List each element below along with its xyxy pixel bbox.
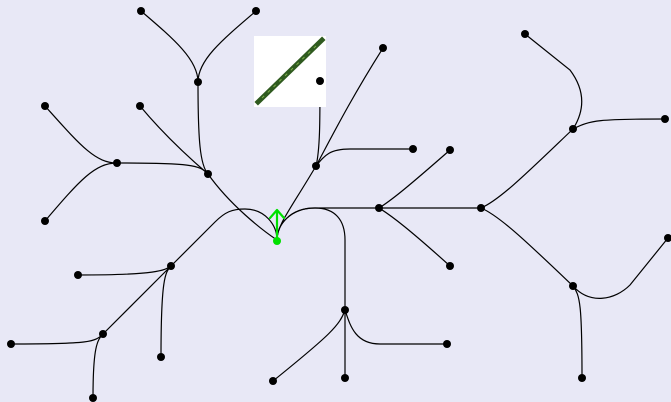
tree-node[interactable] <box>252 7 260 15</box>
edge <box>525 34 582 129</box>
edge <box>379 150 450 208</box>
edges <box>11 11 668 398</box>
edge <box>277 208 345 310</box>
edge <box>11 334 103 344</box>
tree-node[interactable] <box>74 271 82 279</box>
edge <box>379 208 450 266</box>
edge <box>198 82 208 174</box>
tree-node[interactable] <box>99 330 107 338</box>
edge <box>93 334 103 398</box>
edge <box>277 166 316 240</box>
edge <box>161 266 171 357</box>
edge <box>171 209 277 266</box>
tree-node[interactable] <box>7 340 15 348</box>
tree-node[interactable] <box>661 115 669 123</box>
edge <box>117 163 208 174</box>
edge <box>573 286 582 378</box>
tree-node[interactable] <box>569 125 577 133</box>
tree-node[interactable] <box>578 374 586 382</box>
edge <box>316 149 413 166</box>
tree-node[interactable] <box>167 262 175 270</box>
root-node[interactable] <box>273 237 281 245</box>
tree-node[interactable] <box>379 44 387 52</box>
memory-stick-thumbnail[interactable] <box>254 36 326 107</box>
tree-node[interactable] <box>137 7 145 15</box>
tree-node[interactable] <box>569 282 577 290</box>
edge <box>45 163 117 221</box>
edge <box>277 208 379 240</box>
edge <box>198 11 256 82</box>
edge <box>481 129 573 208</box>
edge <box>345 310 447 344</box>
tree-node[interactable] <box>194 78 202 86</box>
edge <box>273 310 345 381</box>
edge <box>316 48 383 166</box>
tree-node[interactable] <box>443 340 451 348</box>
tree-node[interactable] <box>521 30 529 38</box>
edge <box>481 208 573 286</box>
tree-node[interactable] <box>341 306 349 314</box>
edge <box>78 266 171 275</box>
tree-node[interactable] <box>269 377 277 385</box>
tree-node[interactable] <box>341 374 349 382</box>
tree-node[interactable] <box>409 145 417 153</box>
tree-node[interactable] <box>446 262 454 270</box>
nodes <box>7 7 671 402</box>
edge <box>141 11 198 82</box>
tree-node[interactable] <box>89 394 97 402</box>
tree-node[interactable] <box>316 77 324 85</box>
tree-node[interactable] <box>312 162 320 170</box>
edge <box>45 106 117 163</box>
tree-node[interactable] <box>204 170 212 178</box>
tree-node[interactable] <box>157 353 165 361</box>
tree-node[interactable] <box>477 204 485 212</box>
tree-node[interactable] <box>136 102 144 110</box>
edge <box>208 174 277 240</box>
tree-node[interactable] <box>446 146 454 154</box>
tree-node[interactable] <box>41 102 49 110</box>
root-node-group[interactable] <box>270 210 284 245</box>
tree-node[interactable] <box>41 217 49 225</box>
edge <box>573 238 668 298</box>
tree-node[interactable] <box>113 159 121 167</box>
tree-node[interactable] <box>375 204 383 212</box>
edge <box>573 119 665 129</box>
